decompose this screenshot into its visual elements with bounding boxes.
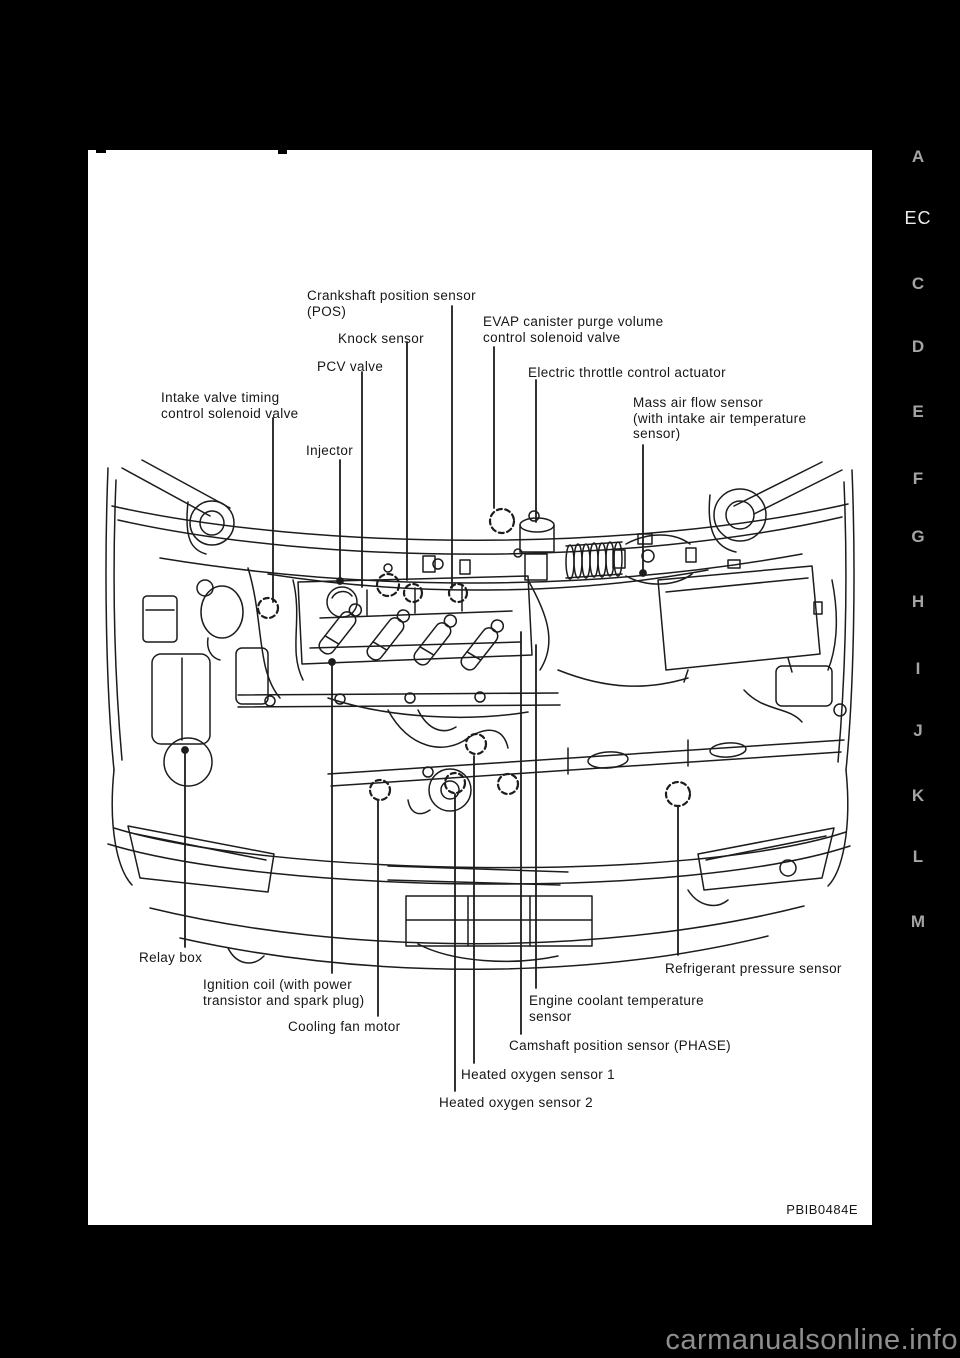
section-letter-a: A [911, 147, 925, 166]
section-letter-k: K [911, 786, 925, 805]
label-ignition-coil: Ignition coil (with power transistor and… [203, 977, 365, 1008]
label-engine-coolant-temperature-sensor: Engine coolant temperature sensor [529, 993, 704, 1024]
label-heated-oxygen-sensor-1: Heated oxygen sensor 1 [461, 1067, 616, 1082]
label-knock-sensor: Knock sensor [338, 331, 424, 346]
label-electric-throttle-control-actuator: Electric throttle control actuator [528, 365, 726, 380]
figure-code: PBIB0484E [786, 1202, 858, 1217]
watermark: carmanualsonline.info [665, 1324, 958, 1356]
section-letter-f: F [912, 469, 924, 488]
manual-page: Crankshaft position sensor (POS) Knock se… [88, 150, 872, 1225]
section-letter-l: L [912, 847, 924, 866]
component-markers [256, 507, 692, 808]
section-letter-i: I [915, 659, 921, 678]
section-letter-e: E [912, 402, 924, 421]
section-letter-h: H [911, 592, 925, 611]
cropped-heading-remnant [278, 150, 287, 154]
label-relay-box: Relay box [139, 950, 203, 965]
label-heated-oxygen-sensor-2: Heated oxygen sensor 2 [439, 1095, 594, 1110]
label-pcv-valve: PCV valve [317, 359, 384, 374]
label-camshaft-position-sensor-phase: Camshaft position sensor (PHASE) [509, 1038, 732, 1053]
label-crankshaft-position-sensor: Crankshaft position sensor (POS) [307, 288, 476, 319]
engine-bay-illustration [105, 305, 855, 1092]
leader-lines [181, 305, 679, 1092]
section-letter-c: C [911, 274, 925, 293]
section-letter-ec: EC [904, 208, 932, 228]
label-mass-air-flow-sensor: Mass air flow sensor (with intake air te… [633, 395, 807, 441]
cropped-heading-remnant [96, 150, 106, 153]
section-letter-g: G [911, 527, 925, 546]
label-intake-valve-timing-control-solenoid-valve: Intake valve timing control solenoid val… [161, 390, 299, 421]
car-body-art [105, 459, 855, 970]
section-letter-m: M [910, 912, 926, 931]
label-cooling-fan-motor: Cooling fan motor [288, 1019, 401, 1034]
section-letter-d: D [911, 337, 925, 356]
label-injector: Injector [306, 443, 354, 458]
label-refrigerant-pressure-sensor: Refrigerant pressure sensor [665, 961, 842, 976]
section-letter-j: J [913, 721, 923, 740]
label-evap-canister-purge-volume-control-solenoid-valve: EVAP canister purge volume control solen… [483, 314, 664, 345]
